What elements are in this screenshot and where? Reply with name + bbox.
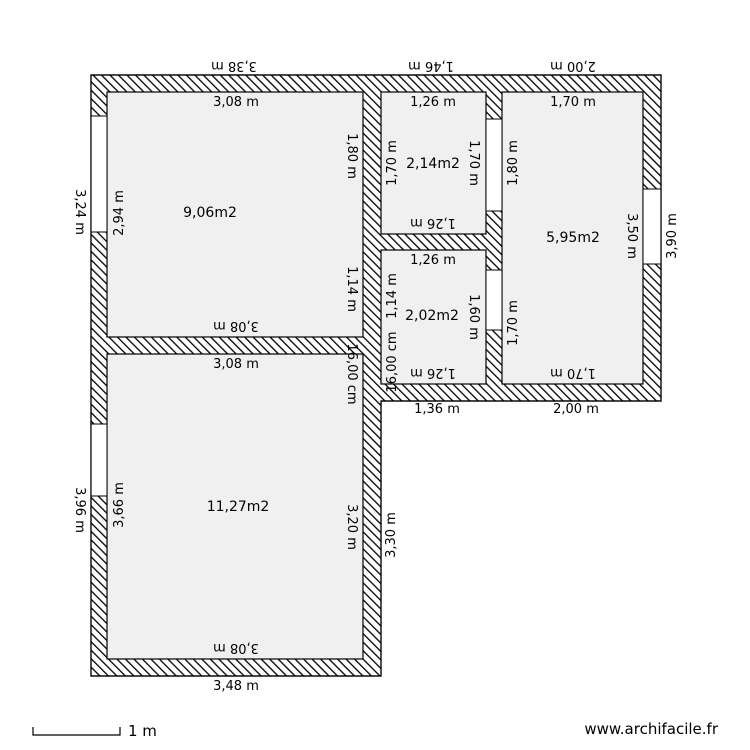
dim-room3-right: 1,70 m	[466, 140, 481, 186]
dim-room4-top: 1,26 m	[410, 253, 456, 268]
room-top-left	[106, 91, 364, 338]
dim-left-upper-outer: 3,24 m	[72, 189, 87, 235]
opening-middle-right-lower	[485, 269, 503, 331]
scale-bar: 1 m	[32, 722, 157, 740]
dim-top-middle-outer: 1,46 m	[408, 58, 454, 73]
dim-bottom-right-outer: 2,00 m	[553, 402, 599, 417]
dim-room2-bottom-inner: 3,08 m	[213, 640, 259, 655]
dim-middle-right-outer: 3,30 m	[384, 512, 399, 558]
room-top-middle	[380, 91, 487, 235]
window-left-lower	[90, 423, 108, 497]
dim-bottom-outer: 3,48 m	[213, 679, 259, 694]
dim-room5-left-lower: 1,70 m	[506, 300, 521, 346]
dim-room3-bottom: 1,26 m	[410, 215, 456, 230]
dim-room1-left-inner: 2,94 m	[112, 190, 127, 236]
outer-wall-outline	[90, 74, 662, 677]
area-room-bottom-middle: 2,02m2	[405, 308, 459, 324]
dim-left-lower-outer: 3,96 m	[72, 487, 87, 533]
room-right	[501, 91, 644, 385]
dim-room2-top-inner: 3,08 m	[213, 357, 259, 372]
area-room-top-left: 9,06m2	[183, 205, 237, 221]
area-room-right: 5,95m2	[546, 230, 600, 246]
dim-bottom-middle-outer: 1,36 m	[414, 402, 460, 417]
dim-room4-wall-mid: 16,00 cm	[385, 331, 400, 392]
dim-top-right-outer: 2,00 m	[550, 58, 596, 73]
room-bottom-middle	[380, 249, 487, 385]
dim-room1-bottom-inner: 3,08 m	[213, 318, 259, 333]
dim-room4-right: 1,60 m	[466, 294, 481, 340]
dim-room4-bottom: 1,26 m	[410, 365, 456, 380]
dim-room5-left-upper: 1,80 m	[506, 140, 521, 186]
area-room-bottom-left: 11,27m2	[207, 499, 270, 515]
window-left-upper	[90, 115, 108, 233]
dim-wall-thickness: 16,00 cm	[344, 343, 359, 404]
dim-room5-bottom: 1,70 m	[550, 365, 596, 380]
dim-top-left-outer: 3,38 m	[211, 58, 257, 73]
opening-middle-right-upper	[485, 118, 503, 212]
dim-room5-right-inner: 3,50 m	[624, 213, 639, 259]
dim-room2-left-inner: 3,66 m	[112, 482, 127, 528]
dim-room5-top: 1,70 m	[550, 95, 596, 110]
dim-room3-left: 1,70 m	[385, 140, 400, 186]
dim-room2-right-inner: 3,20 m	[344, 504, 359, 550]
dim-room1-right-lower: 1,14 m	[344, 266, 359, 312]
window-right	[642, 188, 662, 265]
room-bottom-left	[106, 353, 364, 660]
dim-room4-left: 1,14 m	[385, 273, 400, 319]
dim-right-outer: 3,90 m	[665, 213, 680, 259]
dim-room3-top: 1,26 m	[410, 95, 456, 110]
area-room-top-middle: 2,14m2	[406, 156, 460, 172]
watermark-text: www.archifacile.fr	[584, 720, 718, 738]
dim-room1-top-inner: 3,08 m	[213, 95, 259, 110]
scale-label: 1 m	[128, 722, 157, 740]
dim-room1-right-upper: 1,80 m	[344, 133, 359, 179]
